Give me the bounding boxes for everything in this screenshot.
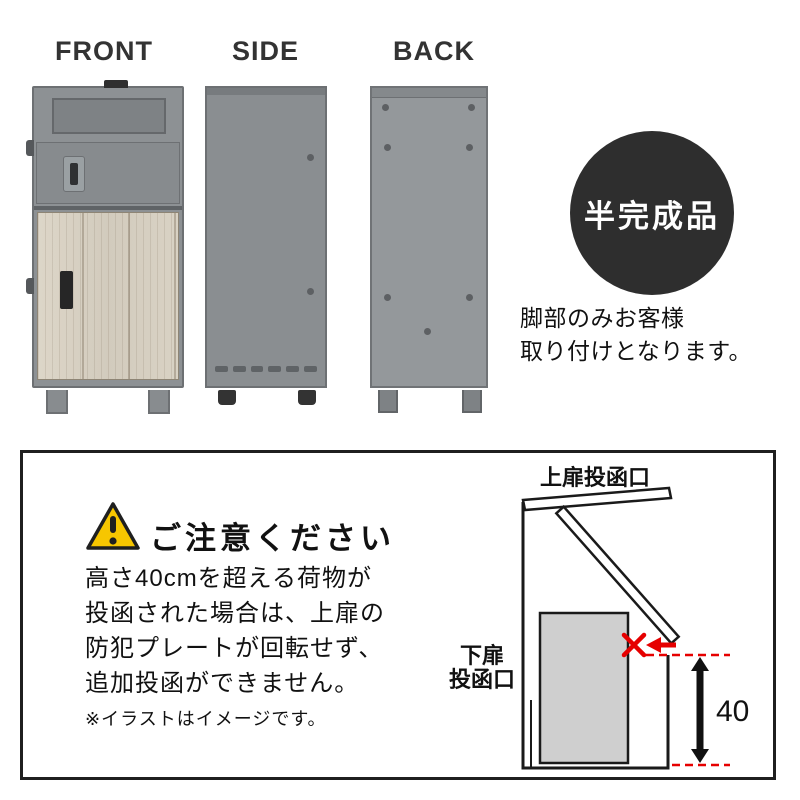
hinge: [26, 140, 34, 156]
front-view-cabinet: [26, 80, 184, 388]
rotating-plate: [554, 504, 681, 646]
caution-line: 高さ40cmを超える荷物が: [85, 565, 372, 592]
dimension-value: 40: [716, 695, 749, 728]
screw: [424, 328, 431, 335]
vent-slot: [286, 366, 300, 372]
front-leg: [46, 390, 68, 414]
screw: [468, 104, 475, 111]
dimension-arrow-head: [691, 749, 709, 763]
back-view-label: BACK: [393, 36, 475, 66]
lower-slot-label: 下扉: [460, 643, 504, 668]
screw: [307, 154, 314, 161]
caution-title: ご注意ください: [150, 521, 395, 556]
package-rect: [538, 611, 630, 765]
back-view-panel: [370, 86, 488, 388]
vent-slot: [232, 366, 246, 372]
blocked-arrow-head: [646, 637, 661, 653]
caution-line: 防犯プレートが回転せず、: [85, 635, 384, 662]
caution-line: 追加投函ができません。: [85, 670, 360, 697]
vent-row: [215, 366, 317, 372]
hinge: [26, 278, 34, 294]
back-leg: [462, 390, 482, 413]
top-latch: [104, 80, 128, 88]
screw: [384, 144, 391, 151]
back-top-edge: [372, 88, 486, 98]
warning-triangle-icon: [86, 502, 140, 550]
vent-slot: [215, 366, 228, 372]
assembly-note-line: 脚部のみお客様: [520, 305, 685, 331]
badge-text: 半完成品: [584, 198, 720, 234]
upper-slot-label: 上扉投函口: [540, 465, 650, 490]
assembly-note-line: 取り付けとなります。: [520, 338, 753, 364]
screw: [382, 104, 389, 111]
back-leg: [378, 390, 398, 413]
caution-diagram: 上扉投函口 下扉 投函口 40: [449, 465, 749, 770]
front-view-label: FRONT: [55, 36, 153, 66]
front-leg: [148, 390, 170, 414]
upper-plate: [521, 486, 673, 512]
side-view-label: SIDE: [232, 36, 300, 66]
vent-slot: [268, 366, 282, 372]
screw: [466, 144, 473, 151]
upper-door: [36, 142, 180, 204]
lower-slot-label: 投函口: [449, 667, 515, 692]
caster-foot: [298, 390, 316, 405]
screw: [307, 288, 314, 295]
caster-foot: [218, 390, 236, 405]
caution-line: 投函された場合は、上扉の: [85, 600, 385, 627]
assembly-note: 脚部のみお客様 取り付けとなります。: [520, 302, 752, 368]
lower-door-handle: [60, 271, 73, 309]
screw: [466, 294, 473, 301]
side-view-panel: [205, 86, 327, 388]
door-seam: [34, 206, 182, 210]
upper-door-handle: [63, 156, 85, 192]
side-top-edge: [207, 88, 325, 95]
handle-slot: [70, 163, 78, 185]
vent-slot: [304, 366, 317, 372]
mail-slot-flap: [52, 98, 166, 134]
caution-text: 高さ40cmを超える荷物が 投函された場合は、上扉の 防犯プレートが回転せず、 …: [85, 561, 385, 701]
screw: [384, 294, 391, 301]
semi-finished-badge: 半完成品: [570, 131, 734, 295]
box-outline: [521, 502, 670, 770]
blocked-x-icon: [621, 632, 647, 658]
caution-footnote: ※イラストはイメージです。: [85, 709, 327, 729]
lower-wood-door: [37, 212, 179, 380]
vent-slot: [250, 366, 264, 372]
dimension-arrow-head: [691, 657, 709, 671]
